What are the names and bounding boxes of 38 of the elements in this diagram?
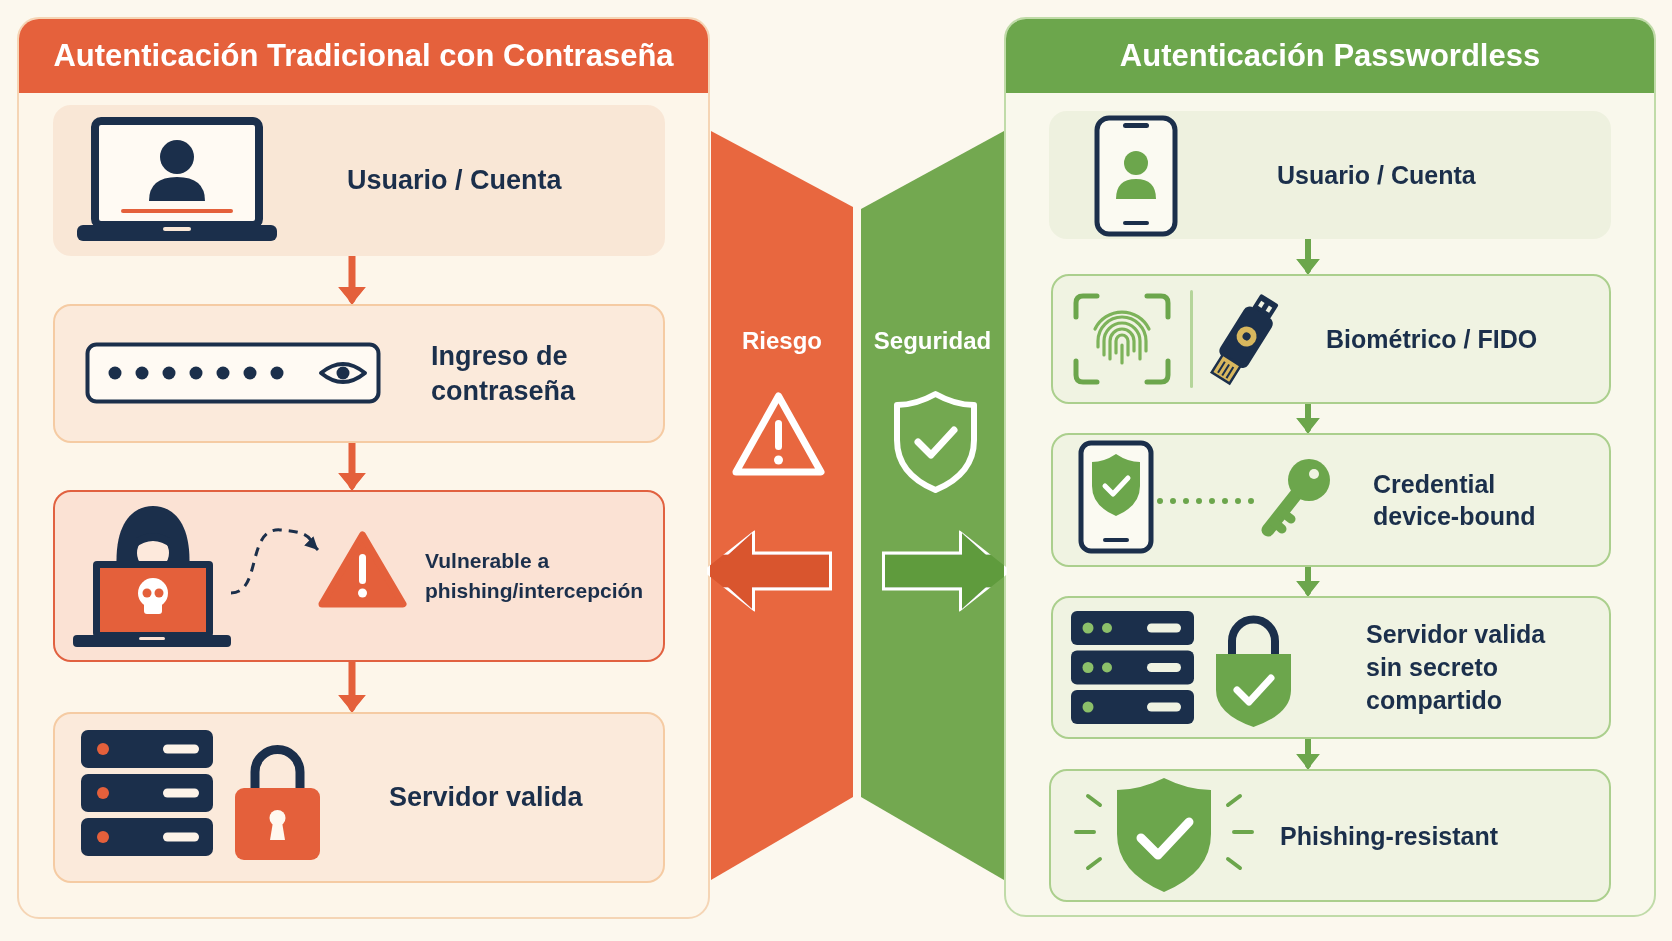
panel-title: Autenticación Passwordless xyxy=(1119,38,1541,74)
process-box xyxy=(53,304,665,443)
step-label: Servidor valida xyxy=(389,781,583,815)
panel-title: Autenticación Tradicional con Contraseña xyxy=(53,38,674,74)
step-label: Vulnerable a phishing/intercepción xyxy=(425,547,645,604)
panel xyxy=(17,17,710,919)
process-box xyxy=(1051,596,1611,739)
process-box xyxy=(1049,111,1611,239)
process-box xyxy=(53,712,665,883)
process-box xyxy=(53,105,665,256)
warning-icon xyxy=(318,530,407,609)
dashed-arrow xyxy=(230,528,320,595)
step-label: Usuario / Cuenta xyxy=(1277,160,1476,191)
step-label: Credential device-bound xyxy=(1373,469,1537,532)
step-label: Biométrico / FIDO xyxy=(1326,324,1538,355)
step-label: Usuario / Cuenta xyxy=(347,164,562,198)
band-label: Seguridad xyxy=(873,327,992,356)
process-box xyxy=(1049,769,1611,902)
arrow xyxy=(338,443,366,490)
band-label: Riesgo xyxy=(742,327,822,356)
risk-band xyxy=(711,131,853,880)
step-label: Phishing-resistant xyxy=(1280,820,1499,852)
arrow xyxy=(1296,739,1320,769)
security-band xyxy=(861,131,1004,880)
process-box xyxy=(1051,274,1611,404)
arrow xyxy=(338,662,366,712)
smartphone-shield-icon xyxy=(1078,440,1154,554)
arrow xyxy=(1296,567,1320,596)
process-box xyxy=(1051,433,1611,567)
block-arrow xyxy=(885,533,1004,609)
arrow xyxy=(1296,239,1320,274)
arrow xyxy=(1296,404,1320,433)
step-label: Ingreso de contraseña xyxy=(431,340,577,408)
panel xyxy=(1004,17,1656,917)
step-label: Servidor valida sin secreto compartido xyxy=(1366,619,1547,716)
alert-box xyxy=(53,490,665,662)
arrow xyxy=(338,256,366,304)
hacker-laptop-icon xyxy=(73,503,231,648)
